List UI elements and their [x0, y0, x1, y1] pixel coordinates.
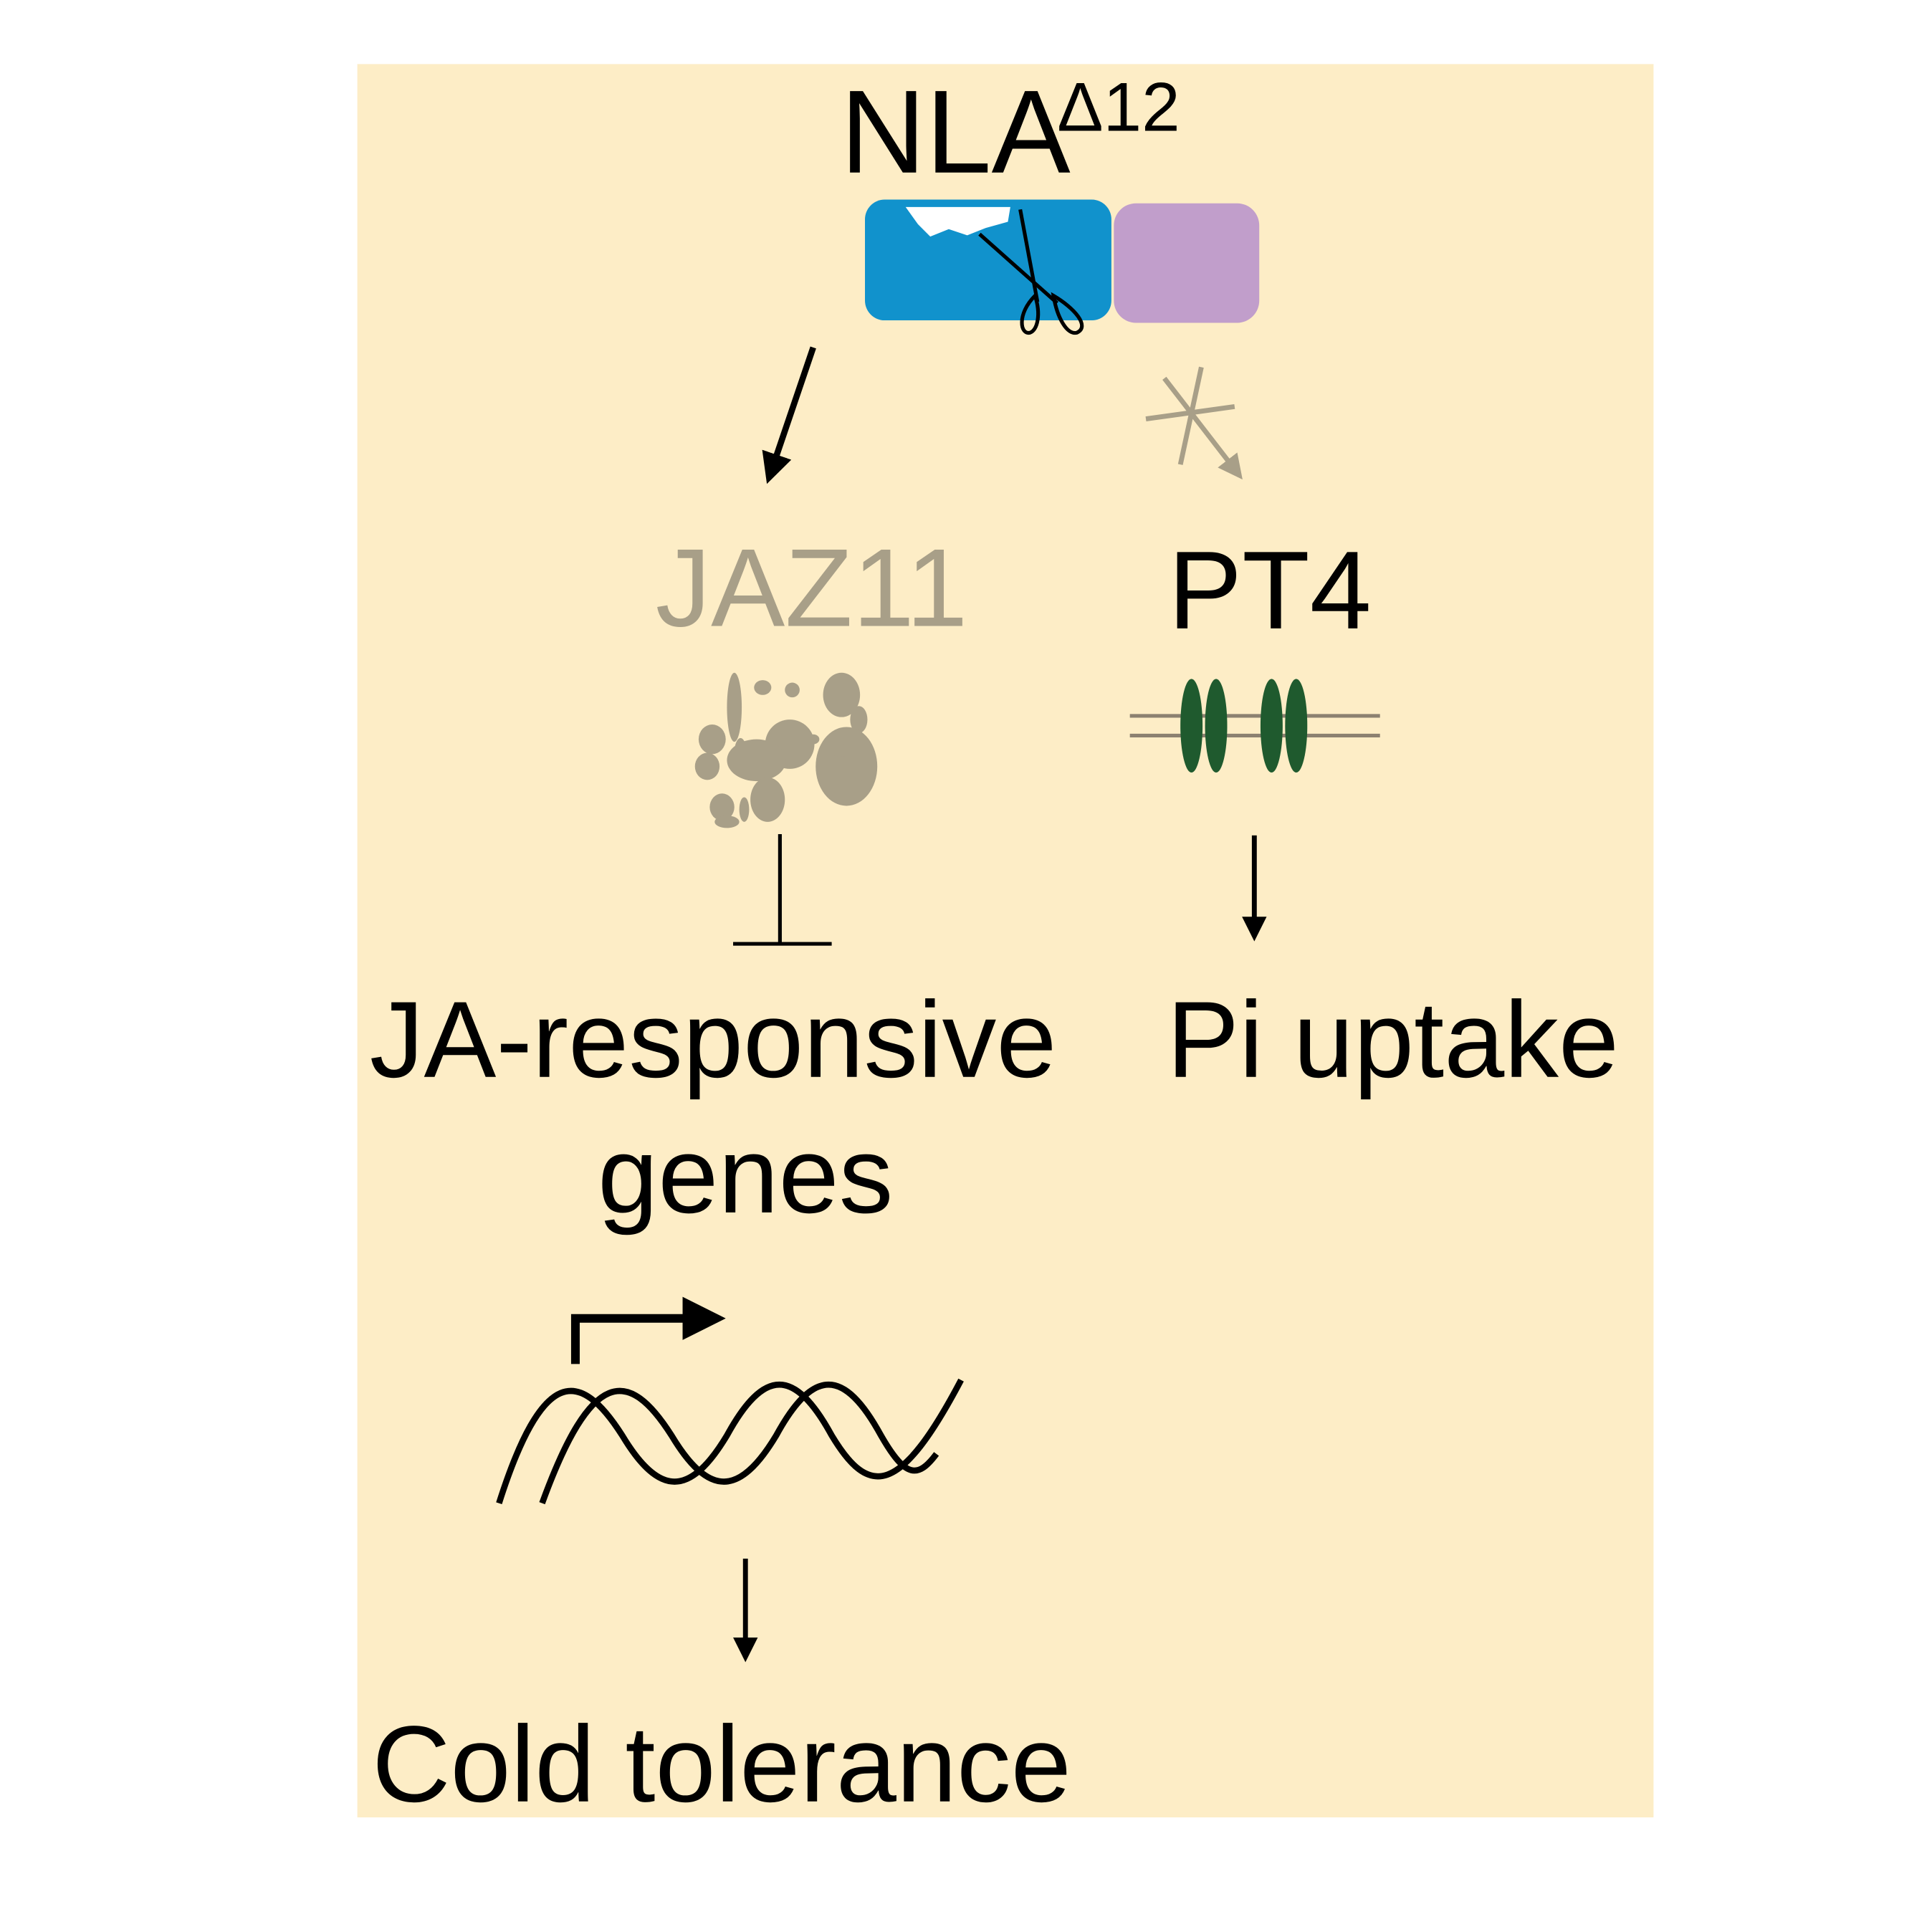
genes-label: genes — [598, 1115, 893, 1236]
inhibition-bar — [733, 834, 832, 946]
jaz11-label: JAZ11 — [656, 525, 968, 649]
pt4-label: PT4 — [1168, 528, 1372, 652]
cold-tolerance-label: Cold tolerance — [372, 1704, 1071, 1825]
nla-ring-domain — [1114, 203, 1260, 323]
truncation-mark — [905, 206, 1010, 237]
ja-responsive-label: JA-responsive — [370, 980, 1057, 1101]
pi-uptake-label: Pi uptake — [1167, 980, 1619, 1101]
membrane-transporter-icon — [1129, 679, 1380, 773]
arrow-to-jaz11 — [762, 346, 816, 484]
protein-aggregate-icon — [694, 672, 878, 828]
promoter-arrow-icon — [570, 1296, 726, 1364]
blocked-arrow-icon — [1145, 366, 1243, 480]
scissors-icon — [978, 209, 1084, 335]
background-panel — [357, 64, 1654, 1818]
nla-superscript: Δ12 — [1057, 69, 1180, 145]
dna-helix-icon — [496, 1378, 964, 1505]
nla-title: NLA — [841, 66, 1071, 198]
